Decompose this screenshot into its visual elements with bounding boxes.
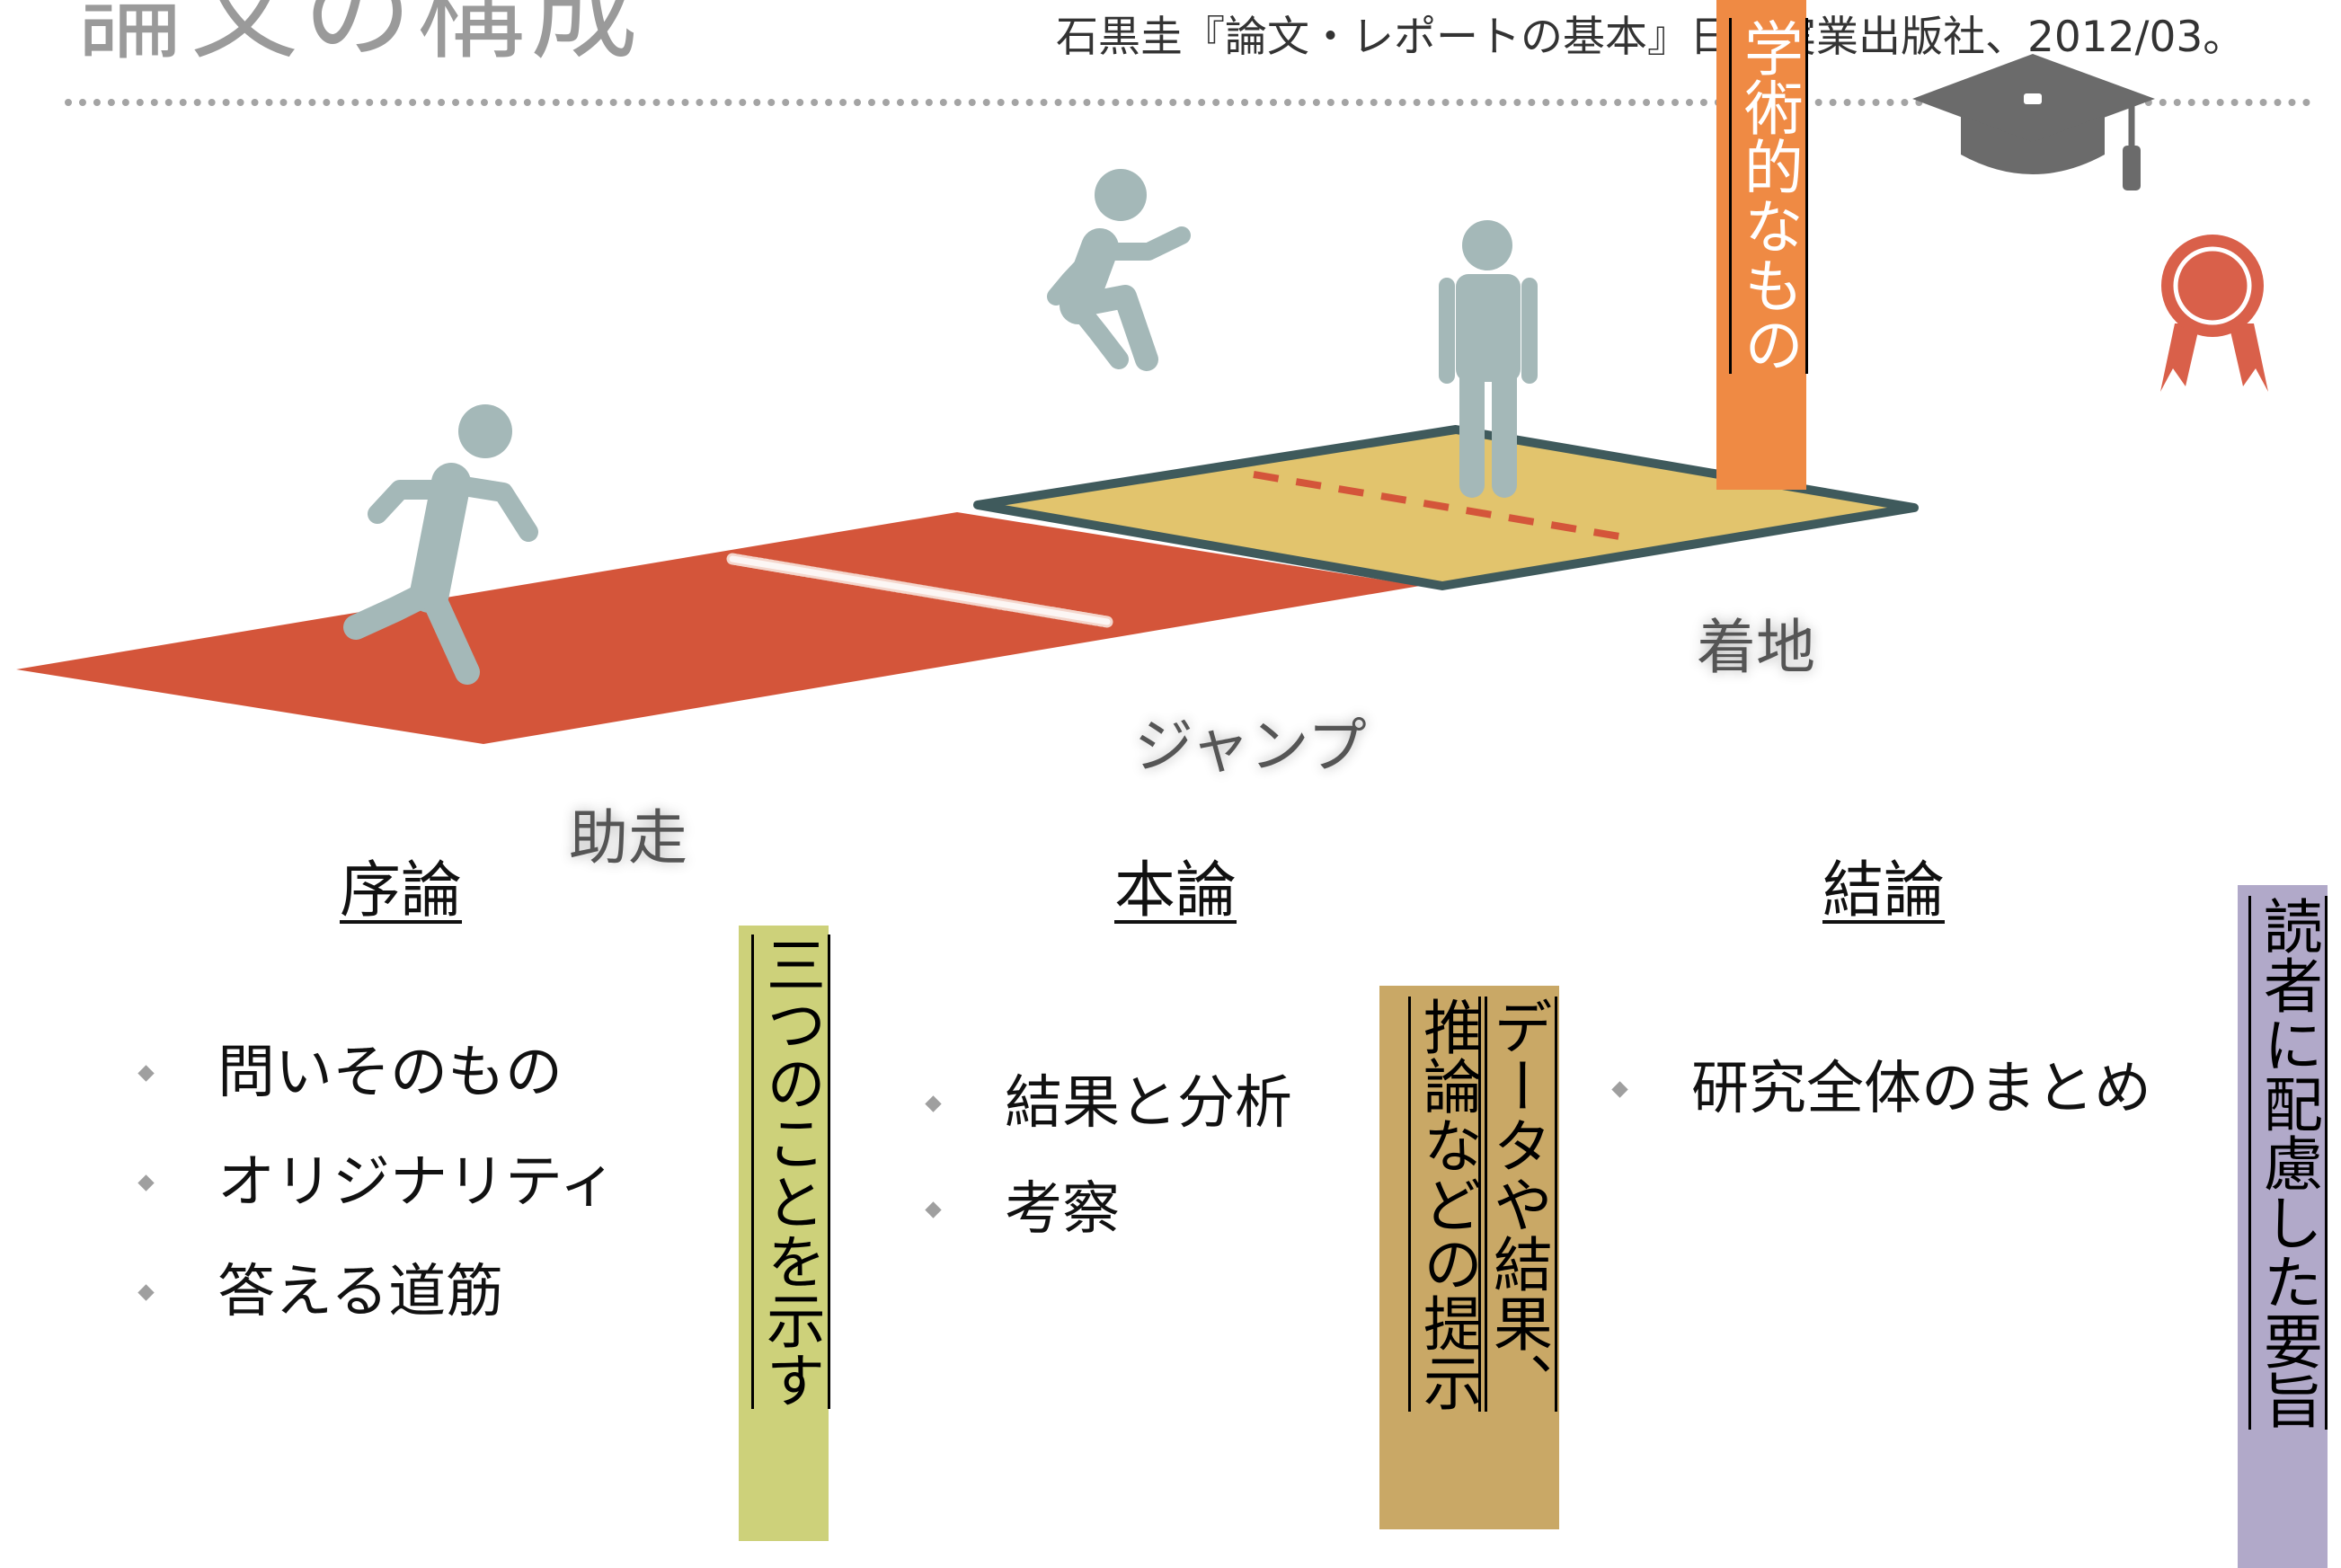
note-text-academic: 学術的なもの xyxy=(1729,18,1808,374)
list-item-text: 答える道筋 xyxy=(217,1259,504,1325)
list-item: 考察 xyxy=(925,1181,1292,1238)
list-item: 結果と分析 xyxy=(925,1075,1292,1132)
section-heading-conclusion: 結論 xyxy=(1822,855,1946,926)
runner-icon xyxy=(343,404,538,685)
note-box-main-body: データや結果、 推論などの提示 xyxy=(1379,986,1559,1529)
note-box-conclusion: 読者に配慮した要旨 xyxy=(2238,885,2328,1568)
citation: 石黒圭『論文・レポートの基本』日本実業出版社、2012/03。 xyxy=(1056,13,2246,62)
runway xyxy=(16,512,1420,744)
list-item-text: 結果と分析 xyxy=(1005,1070,1292,1137)
graduation-cap-icon xyxy=(1912,54,2155,190)
dotted-divider xyxy=(65,99,2311,106)
note-box-introduction: 三つのことを示す xyxy=(739,926,830,1541)
section-heading-main-body: 本論 xyxy=(1114,855,1237,926)
note-text-main-body-1: データや結果、 xyxy=(1478,997,1557,1412)
main-body-list: 結果と分析 考察 xyxy=(925,1075,1292,1238)
section-heading-introduction: 序論 xyxy=(340,855,463,926)
list-item: 問いそのもの xyxy=(137,1044,616,1102)
page-title: 論文の構成 xyxy=(77,0,643,75)
stage-label-run-up: 助走 xyxy=(569,803,687,873)
conclusion-list: 研究全体のまとめ xyxy=(1611,1060,2151,1118)
jumper-icon xyxy=(1047,169,1191,371)
note-text-main-body-2: 推論などの提示 xyxy=(1408,997,1487,1412)
takeoff-line xyxy=(726,553,1113,628)
list-item-text: 問いそのもの xyxy=(217,1040,563,1106)
list-item-text: 研究全体のまとめ xyxy=(1691,1056,2151,1122)
stage-label-landing: 着地 xyxy=(1697,613,1815,682)
standing-person-icon xyxy=(1439,220,1538,498)
note-box-academic: 学術的なもの xyxy=(1716,0,1808,490)
stage-label-jump: ジャンプ xyxy=(1134,712,1367,781)
note-text-conclusion: 読者に配慮した要旨 xyxy=(2248,896,2328,1430)
landing-line xyxy=(1253,471,1636,543)
introduction-list: 問いそのもの オリジナリティ 答える道筋 xyxy=(137,1044,616,1321)
list-item-text: 考察 xyxy=(1005,1176,1120,1243)
list-item: 答える道筋 xyxy=(137,1263,616,1321)
list-item-text: オリジナリティ xyxy=(217,1149,617,1216)
award-ribbon-icon xyxy=(2160,235,2268,392)
note-text-introduction: 三つのことを示す xyxy=(751,935,830,1409)
list-item: 研究全体のまとめ xyxy=(1611,1060,2151,1118)
list-item: オリジナリティ xyxy=(137,1154,616,1211)
